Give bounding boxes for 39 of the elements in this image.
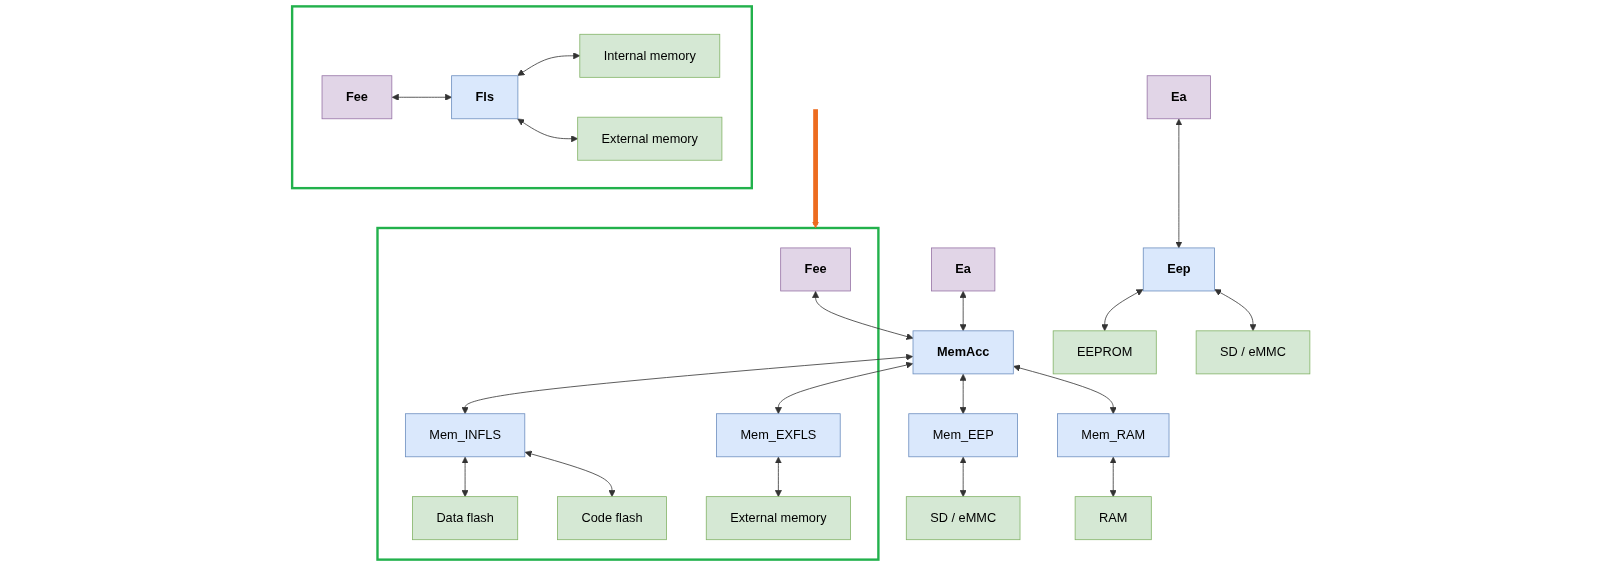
node-box: Eep: [1142, 247, 1215, 292]
cluster: [290, 5, 753, 190]
node-box: External memory: [705, 496, 851, 541]
arrow: [959, 373, 967, 415]
arrow: [1109, 456, 1117, 497]
arrow: [812, 290, 914, 340]
node-box: Fee: [321, 75, 393, 120]
node-box: SD / eMMC: [1195, 330, 1311, 375]
node-box: Mem_INFLS: [405, 413, 526, 458]
arrow: [774, 361, 913, 415]
node-box: EEPROM: [1052, 330, 1157, 375]
arrow: [461, 353, 913, 415]
node-box: Data flash: [412, 496, 519, 541]
node-box: Internal memory: [579, 33, 721, 78]
arrow: [391, 93, 452, 101]
node-box: MemAcc: [912, 330, 1014, 375]
arrow: [959, 290, 967, 332]
node-box: Mem_EXFLS: [716, 413, 841, 458]
node-box: External memory: [577, 116, 723, 161]
arrow: [959, 456, 967, 497]
arrow: [517, 52, 581, 76]
node-box: Code flash: [557, 496, 667, 541]
node-box: Mem_EEP: [908, 413, 1018, 458]
arrow: [1214, 289, 1257, 332]
cluster: [376, 226, 880, 561]
arrow: [461, 456, 469, 497]
node-box: Fls: [451, 75, 519, 120]
arrow: [524, 450, 616, 497]
node-box: RAM: [1074, 496, 1152, 541]
node-box: Fee: [780, 247, 851, 292]
node-box: SD / eMMC: [905, 496, 1021, 541]
node-box: Ea: [1146, 75, 1211, 120]
arrow: [812, 109, 820, 229]
node-box: Mem_RAM: [1057, 413, 1170, 458]
arrow: [517, 118, 578, 143]
arrow: [1175, 118, 1183, 249]
arrow: [774, 456, 782, 497]
arrow: [1101, 289, 1144, 332]
node-box: Ea: [931, 247, 996, 292]
